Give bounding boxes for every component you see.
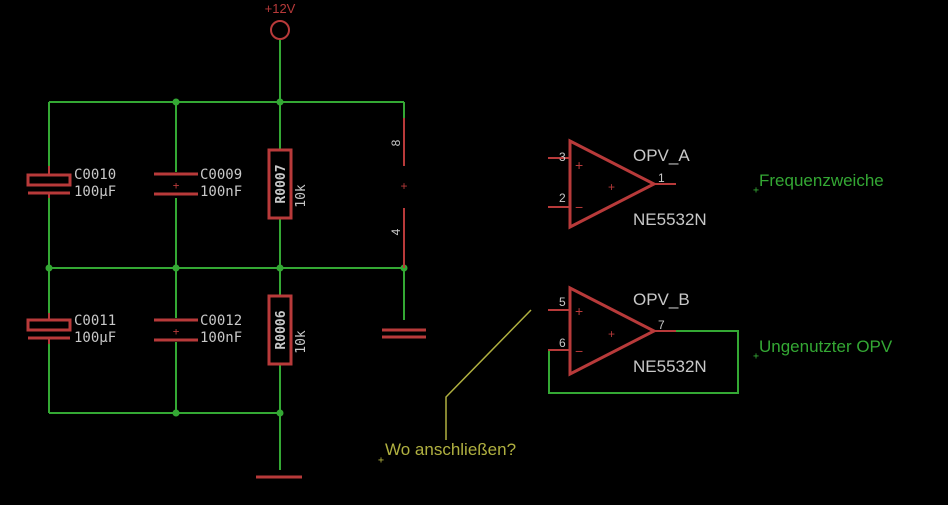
resistor-name: R0007 [274, 164, 289, 203]
supply-plus-icon: + [400, 179, 407, 193]
capacitor-c0009: + C0009 100nF [154, 167, 242, 200]
inverting-minus-icon: − [575, 343, 583, 359]
annotation: Wo anschließen? + [378, 309, 532, 466]
opamp-part: NE5532N [633, 357, 707, 376]
label-anchor-icon: + [753, 185, 759, 196]
capacitor-value: 100µF [74, 184, 116, 200]
capacitor-value: 100nF [200, 330, 242, 346]
capacitor-value: 100µF [74, 330, 116, 346]
supply-plus-icon: + [608, 180, 615, 194]
capacitor-name: C0010 [74, 167, 116, 183]
supply-pin-top: 8 [389, 139, 403, 146]
capacitor-plus-icon: + [173, 325, 180, 338]
opamp-name: OPV_B [633, 290, 690, 309]
capacitor-name: C0012 [200, 313, 242, 329]
supply-plus-icon: + [608, 327, 615, 341]
resistor-r0006: R0006 10k [267, 294, 309, 366]
capacitor-name: C0009 [200, 167, 242, 183]
opamp-part: NE5532N [633, 210, 707, 229]
pin-inv-label: 2 [559, 191, 566, 205]
opamp-a: + − + 3 2 1 OPV_A NE5532N Frequenzweiche… [548, 138, 884, 230]
noninverting-plus-icon: + [575, 303, 583, 319]
pin-noninv-label: 3 [559, 150, 566, 164]
resistor-value: 10k [294, 330, 309, 354]
opamp-b: + − + 5 6 7 OPV_B NE5532N Ungenutzter OP… [548, 285, 893, 377]
pin-out-label: 7 [658, 318, 665, 332]
pin-out-label: 1 [658, 171, 665, 185]
capacitor-plus-icon: + [173, 179, 180, 192]
supply-pin-bottom: 4 [389, 228, 403, 235]
pin-inv-label: 6 [559, 336, 566, 350]
label-anchor-icon: + [753, 351, 759, 362]
wires [48, 40, 739, 470]
pin-noninv-label: 5 [559, 295, 566, 309]
annotation-text: Wo anschließen? [385, 440, 516, 459]
power-label: +12V [265, 1, 296, 16]
capacitor-c0012: + C0012 100nF [154, 313, 242, 346]
resistor-value: 10k [294, 184, 309, 208]
power-supply-symbol: +12V [265, 1, 296, 40]
capacitor-name: C0011 [74, 313, 116, 329]
resistor-r0007: R0007 10k [267, 148, 309, 220]
inverting-minus-icon: − [575, 199, 583, 215]
capacitor-c0010: C0010 100µF [26, 166, 116, 200]
capacitor-c0011: C0011 100µF [26, 313, 116, 346]
opamp-name: OPV_A [633, 146, 690, 165]
label-anchor-icon: + [378, 455, 384, 466]
ground-symbol-right [382, 328, 426, 339]
junctions [45, 98, 408, 417]
capacitor-value: 100nF [200, 184, 242, 200]
net-label: Frequenzweiche [759, 171, 884, 190]
opamp-supply-block: 8 4 + [389, 118, 408, 268]
resistor-name: R0006 [274, 310, 289, 349]
net-label: Ungenutzter OPV [759, 337, 893, 356]
noninverting-plus-icon: + [575, 157, 583, 173]
